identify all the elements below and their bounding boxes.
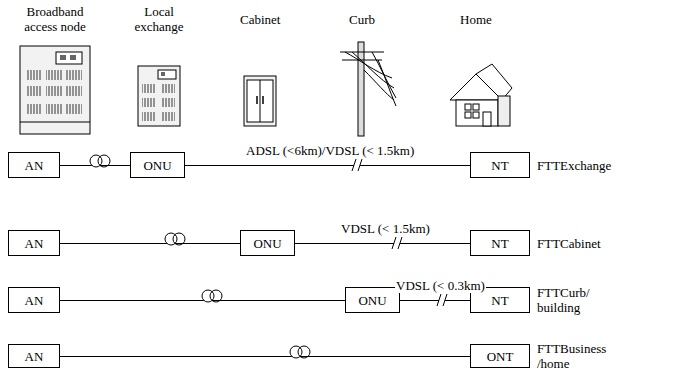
equipment-box: AN [8, 152, 60, 178]
equipment-box: NT [470, 230, 530, 256]
equipment-box: AN [8, 287, 60, 313]
equipment-box: ONU [130, 152, 185, 178]
link-line [60, 356, 470, 357]
location-label: Local exchange [127, 4, 191, 34]
box-label: ONU [143, 158, 171, 173]
link-line [400, 300, 470, 301]
equipment-box: ONU [240, 230, 295, 256]
location-label: Curb [349, 12, 375, 27]
box-label: AN [25, 236, 44, 251]
house-icon [450, 64, 512, 126]
line-break-mark [392, 237, 402, 249]
equipment-box: NT [470, 152, 530, 178]
fibre-coil [173, 233, 185, 245]
line-break-mark [437, 294, 447, 306]
access-node-icon [20, 46, 90, 134]
box-label: AN [25, 293, 44, 308]
link-line [295, 243, 470, 244]
fibre-coil [98, 155, 110, 167]
box-label: NT [491, 158, 508, 173]
location-label: Cabinet [240, 12, 280, 27]
architecture-label: FTTCurb/ building [537, 285, 590, 315]
pole-icon [340, 42, 396, 136]
architecture-label: FTTExchange [537, 158, 611, 173]
box-label: AN [25, 349, 44, 364]
box-label: NT [491, 293, 508, 308]
box-label: ONT [487, 349, 514, 364]
line-break-mark [352, 159, 362, 171]
architecture-label: FTTBusiness /home [537, 341, 606, 371]
location-label: Broadband access node [10, 4, 100, 34]
link-label: VDSL (< 0.3km) [395, 278, 486, 293]
equipment-box: ONU [345, 287, 400, 313]
box-label: NT [491, 236, 508, 251]
local-exchange-icon [138, 66, 180, 126]
fibre-coil [298, 346, 310, 358]
link-label: VDSL (< 1.5km) [340, 221, 431, 236]
fibre-coil [210, 290, 222, 302]
link-label: ADSL (<6km)/VDSL (< 1.5km) [245, 143, 415, 158]
link-line [185, 165, 470, 166]
equipment-box: AN [8, 344, 60, 368]
cabinet-icon [244, 76, 276, 126]
link-line [60, 300, 345, 301]
box-label: AN [25, 158, 44, 173]
location-label: Home [460, 12, 492, 27]
link-line [60, 243, 240, 244]
equipment-box: AN [8, 230, 60, 256]
architecture-label: FTTCabinet [537, 236, 601, 251]
equipment-box: ONT [470, 344, 530, 368]
box-label: ONU [358, 293, 386, 308]
box-label: ONU [253, 236, 281, 251]
